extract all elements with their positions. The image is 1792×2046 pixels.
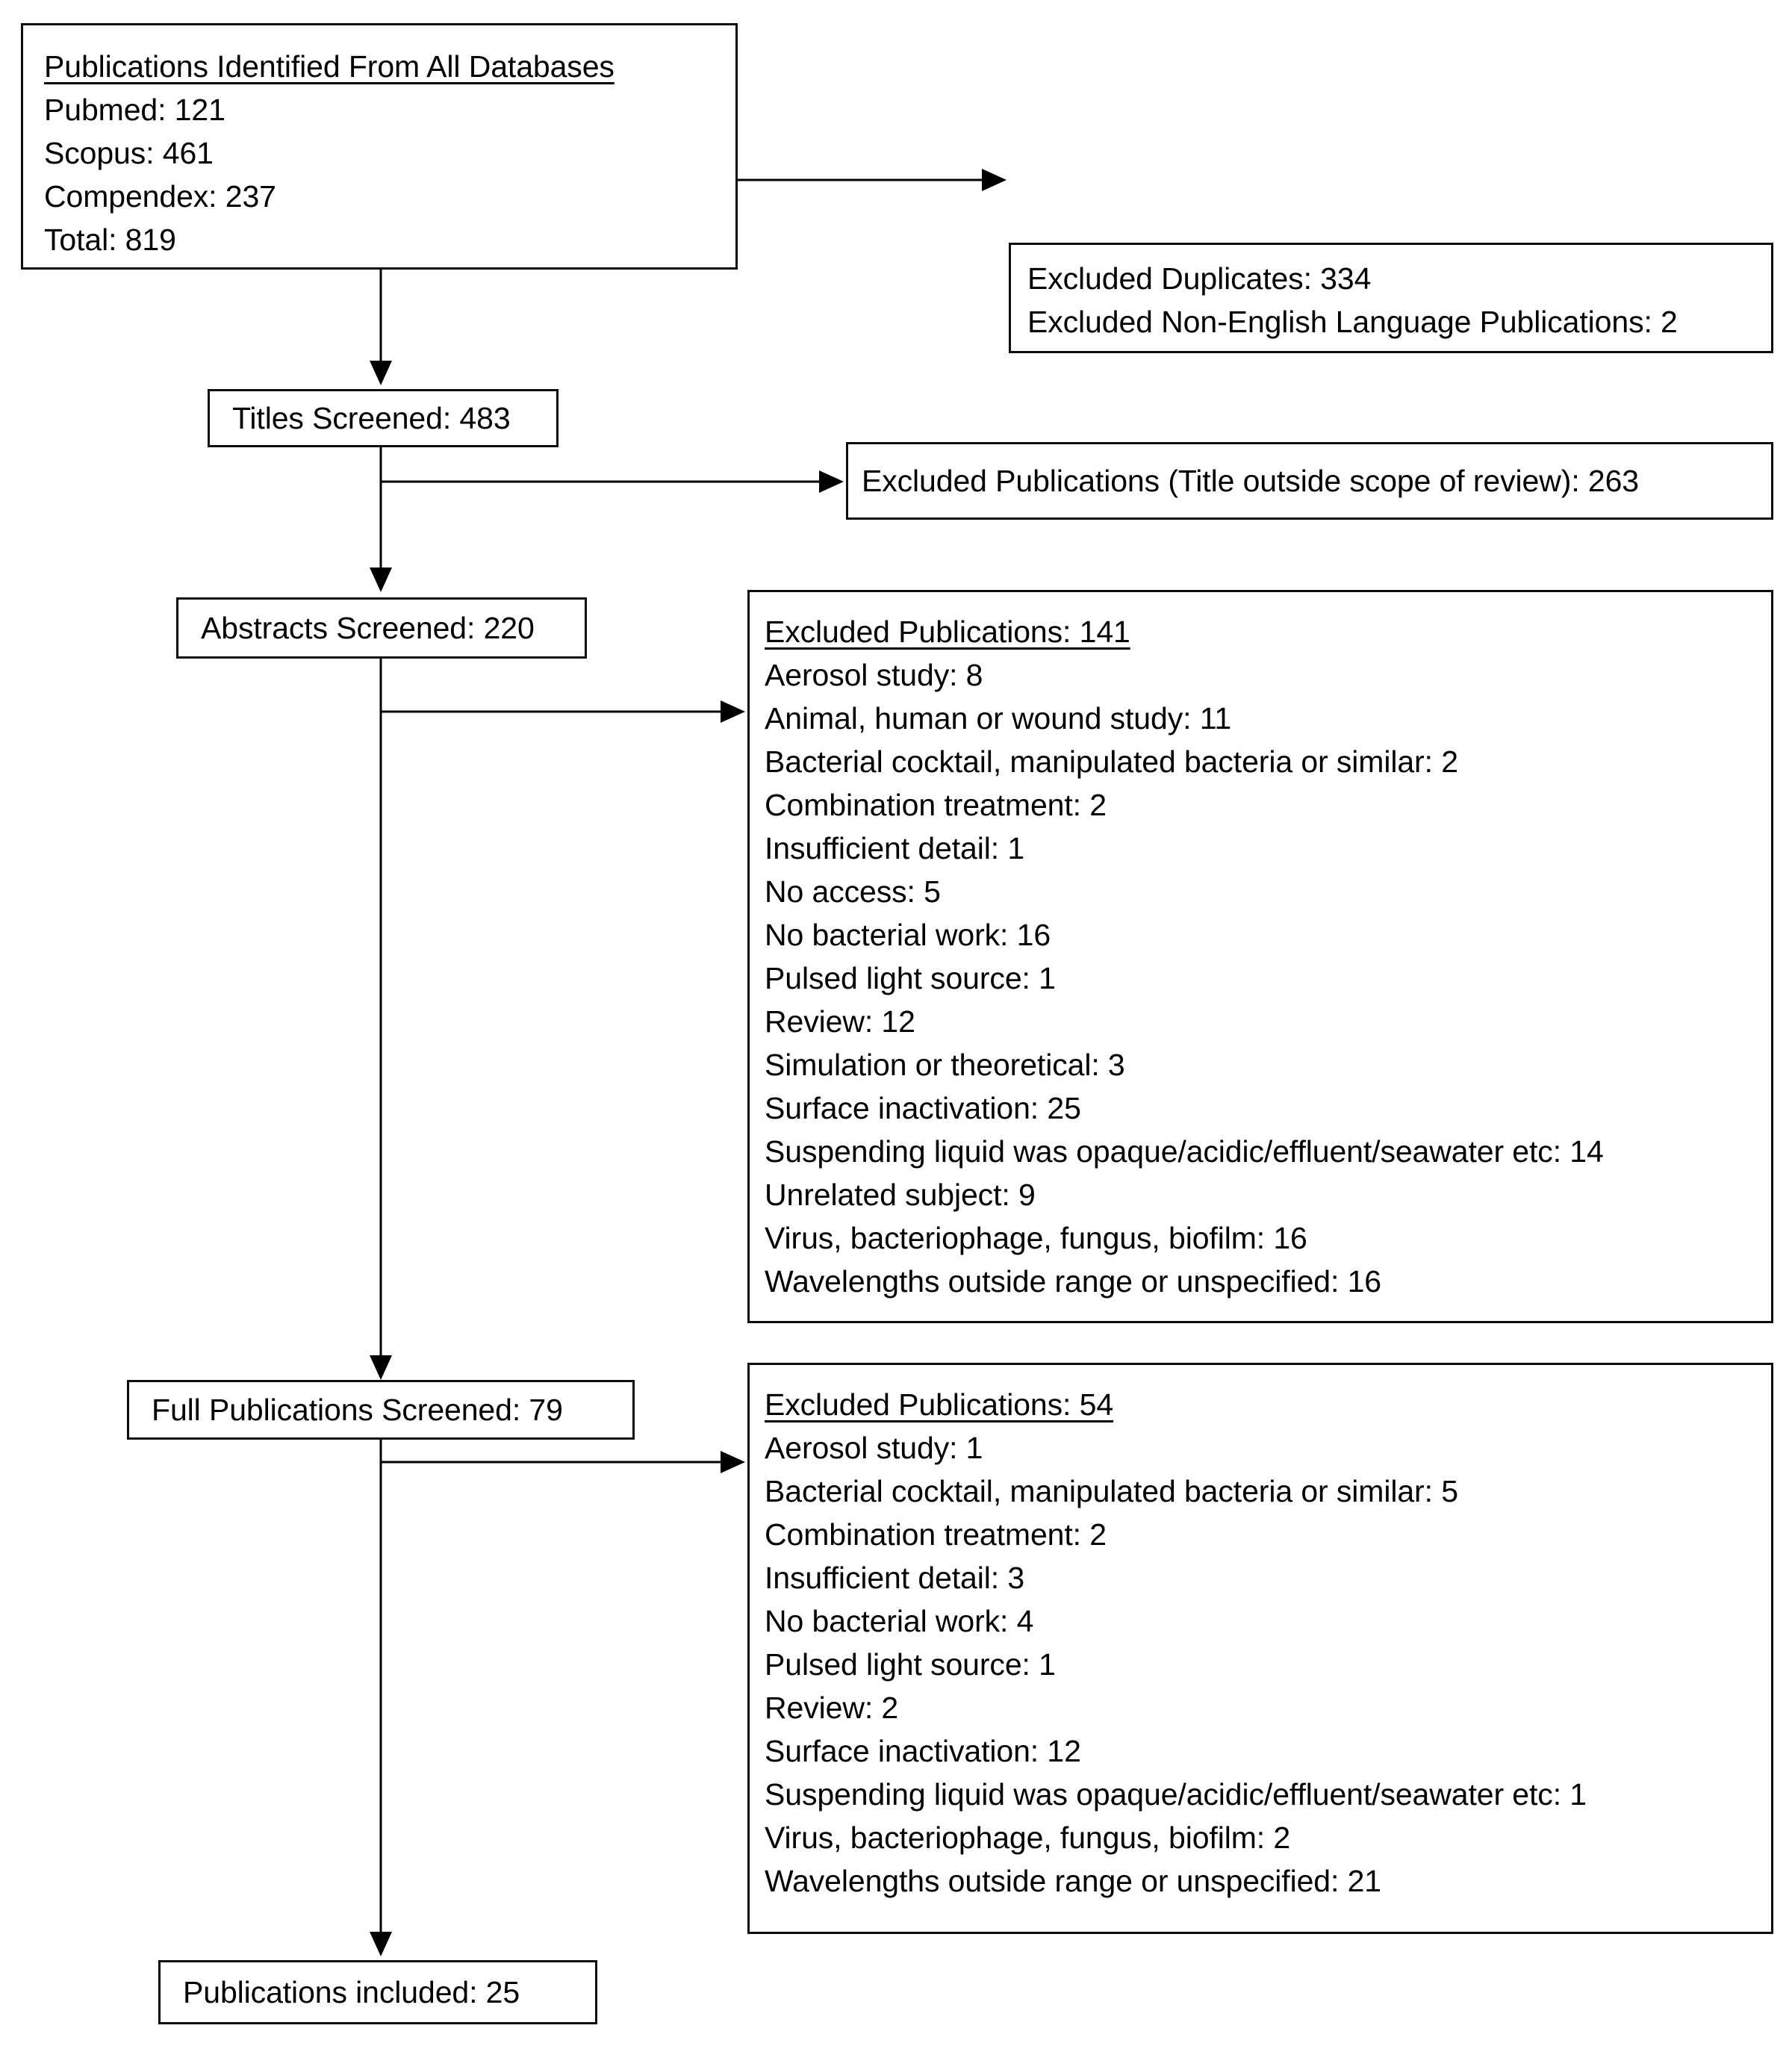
excluded-abstracts-reason: Surface inactivation: 25 <box>765 1091 1081 1125</box>
excluded-full-reason: Aerosol study: 1 <box>765 1431 983 1465</box>
identification-heading: Publications Identified From All Databas… <box>44 49 615 84</box>
excluded-duplicates-line-2: Excluded Non-English Language Publicatio… <box>1027 305 1678 339</box>
excluded-full-reason: Combination treatment: 2 <box>765 1517 1107 1552</box>
excluded-full-reason: Review: 2 <box>765 1691 899 1725</box>
excluded-full-reason: Suspending liquid was opaque/acidic/effl… <box>765 1777 1587 1812</box>
identification-line-scopus: Scopus: 461 <box>44 136 214 170</box>
excluded-abstracts-heading: Excluded Publications: 141 <box>765 615 1130 649</box>
titles-screened-label: Titles Screened: 483 <box>232 401 511 435</box>
identification-line-total: Total: 819 <box>44 223 176 257</box>
excluded-abstracts-reason: No access: 5 <box>765 874 941 909</box>
excluded-abstracts-reason: Animal, human or wound study: 11 <box>765 701 1232 736</box>
node-excluded-duplicates: Excluded Duplicates: 334 Excluded Non-En… <box>1009 243 1773 353</box>
excluded-abstracts-reason: Aerosol study: 8 <box>765 658 983 692</box>
excluded-abstracts-reason: Virus, bacteriophage, fungus, biofilm: 1… <box>765 1221 1307 1255</box>
excluded-full-reason: Wavelengths outside range or unspecified… <box>765 1864 1381 1898</box>
excluded-full-reason: Insufficient detail: 3 <box>765 1561 1025 1595</box>
excluded-abstracts-reason: Combination treatment: 2 <box>765 788 1107 822</box>
node-excluded-titles: Excluded Publications (Title outside sco… <box>846 442 1773 520</box>
excluded-full-heading: Excluded Publications: 54 <box>765 1387 1114 1422</box>
excluded-abstracts-reason: Suspending liquid was opaque/acidic/effl… <box>765 1134 1604 1169</box>
excluded-abstracts-reason: Insufficient detail: 1 <box>765 831 1025 865</box>
full-publications-screened-label: Full Publications Screened: 79 <box>152 1393 563 1427</box>
abstracts-screened-label: Abstracts Screened: 220 <box>201 611 535 645</box>
node-titles-screened: Titles Screened: 483 <box>208 389 559 447</box>
excluded-full-reason: Bacterial cocktail, manipulated bacteria… <box>765 1474 1458 1508</box>
excluded-abstracts-reason: Review: 12 <box>765 1004 915 1039</box>
excluded-full-reason: Pulsed light source: 1 <box>765 1647 1056 1682</box>
node-abstracts-screened: Abstracts Screened: 220 <box>176 597 587 659</box>
excluded-abstracts-reason: Simulation or theoretical: 3 <box>765 1048 1125 1082</box>
excluded-abstracts-reason: Bacterial cocktail, manipulated bacteria… <box>765 744 1458 779</box>
excluded-full-reason: Surface inactivation: 12 <box>765 1734 1081 1768</box>
excluded-abstracts-reason: No bacterial work: 16 <box>765 918 1051 952</box>
node-publications-identified: Publications Identified From All Databas… <box>21 23 738 270</box>
publications-included-label: Publications included: 25 <box>183 1975 520 2009</box>
identification-line-pubmed: Pubmed: 121 <box>44 93 225 127</box>
node-publications-included: Publications included: 25 <box>158 1960 597 2024</box>
node-excluded-full-publications: Excluded Publications: 54 Aerosol study:… <box>747 1363 1773 1934</box>
excluded-abstracts-reason: Pulsed light source: 1 <box>765 961 1056 995</box>
excluded-abstracts-reason: Wavelengths outside range or unspecified… <box>765 1264 1381 1299</box>
excluded-full-reason: No bacterial work: 4 <box>765 1604 1034 1638</box>
node-excluded-abstracts: Excluded Publications: 141 Aerosol study… <box>747 590 1773 1323</box>
node-full-publications-screened: Full Publications Screened: 79 <box>127 1380 635 1440</box>
identification-line-compendex: Compendex: 237 <box>44 179 276 214</box>
excluded-abstracts-reason: Unrelated subject: 9 <box>765 1178 1036 1212</box>
excluded-titles-label: Excluded Publications (Title outside sco… <box>862 464 1640 498</box>
excluded-full-reason: Virus, bacteriophage, fungus, biofilm: 2 <box>765 1820 1291 1855</box>
excluded-duplicates-line-1: Excluded Duplicates: 334 <box>1027 261 1372 296</box>
